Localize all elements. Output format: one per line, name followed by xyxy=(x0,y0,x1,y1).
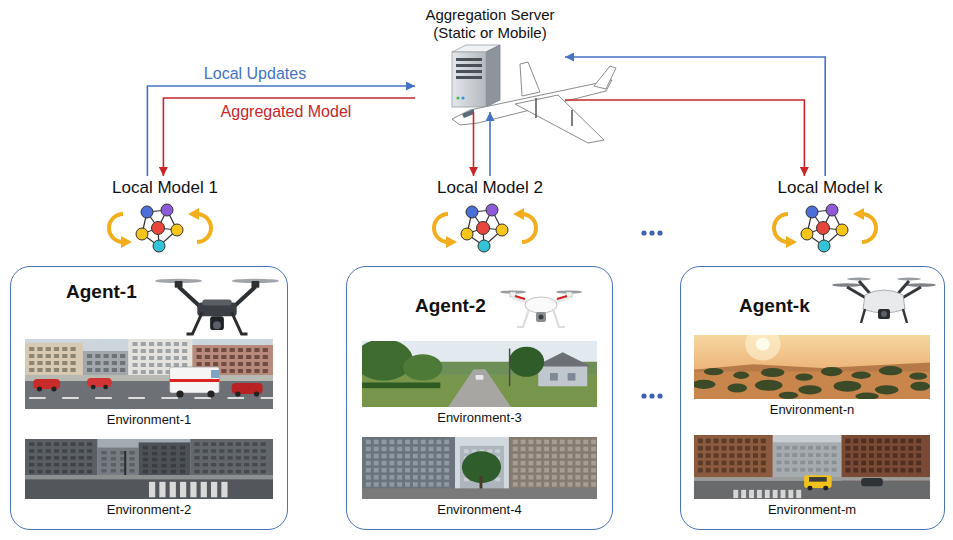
scene-image xyxy=(25,339,273,409)
model-label: Local Model k xyxy=(750,178,910,198)
model-label: Local Model 2 xyxy=(410,178,570,198)
server-icon xyxy=(452,45,500,107)
scene-image xyxy=(362,437,597,499)
scene-image xyxy=(694,435,930,499)
environment-caption: Environment-4 xyxy=(362,502,597,517)
environment-image: Environment-1 xyxy=(25,339,273,428)
local-model: Local Model 2 xyxy=(410,176,570,256)
model-label: Local Model 1 xyxy=(85,178,245,198)
neural-net-icon xyxy=(760,202,890,254)
agent-box: Agent-2Environment-3Environment-4 xyxy=(346,266,613,530)
server-title: Aggregation Server (Static or Mobile) xyxy=(415,6,565,42)
edge-label: Local Updates xyxy=(202,64,308,83)
environment-caption: Environment-1 xyxy=(25,412,273,427)
agent-title: Agent-1 xyxy=(66,281,137,303)
environment-image: Environment-4 xyxy=(362,437,597,518)
drone-icon xyxy=(831,275,937,332)
ellipsis-dots xyxy=(641,230,662,398)
environment-caption: Environment-n xyxy=(694,402,930,417)
environment-caption: Environment-2 xyxy=(25,502,273,517)
scene-image xyxy=(362,341,597,407)
connector xyxy=(473,112,475,176)
neural-net-icon xyxy=(95,202,225,254)
local-model: Local Model k xyxy=(750,176,910,256)
local-model: Local Model 1 xyxy=(85,176,245,256)
neural-net-icon xyxy=(420,202,550,254)
connector xyxy=(147,86,415,176)
environment-image: Environment-n xyxy=(694,335,930,418)
drone-icon xyxy=(499,285,583,333)
connector xyxy=(565,100,804,176)
connector xyxy=(565,57,825,176)
edge-label: Aggregated Model xyxy=(219,102,354,121)
connector xyxy=(489,112,491,176)
scene-image xyxy=(25,439,273,499)
agent-title: Agent-k xyxy=(739,295,810,317)
environment-caption: Environment-m xyxy=(694,502,930,517)
vtol-plane xyxy=(452,62,616,143)
agent-box: Agent-1Environment-1Environment-2 xyxy=(10,266,288,530)
agent-box: Agent-kEnvironment-nEnvironment-m xyxy=(680,266,945,530)
environment-image: Environment-2 xyxy=(25,439,273,518)
agent-title: Agent-2 xyxy=(415,295,486,317)
server-node: Aggregation Server (Static or Mobile) xyxy=(415,4,565,112)
scene-image xyxy=(694,335,930,399)
environment-image: Environment-m xyxy=(694,435,930,518)
environment-caption: Environment-3 xyxy=(362,410,597,425)
environment-image: Environment-3 xyxy=(362,341,597,426)
drone-icon xyxy=(153,269,281,343)
connector xyxy=(163,98,415,176)
